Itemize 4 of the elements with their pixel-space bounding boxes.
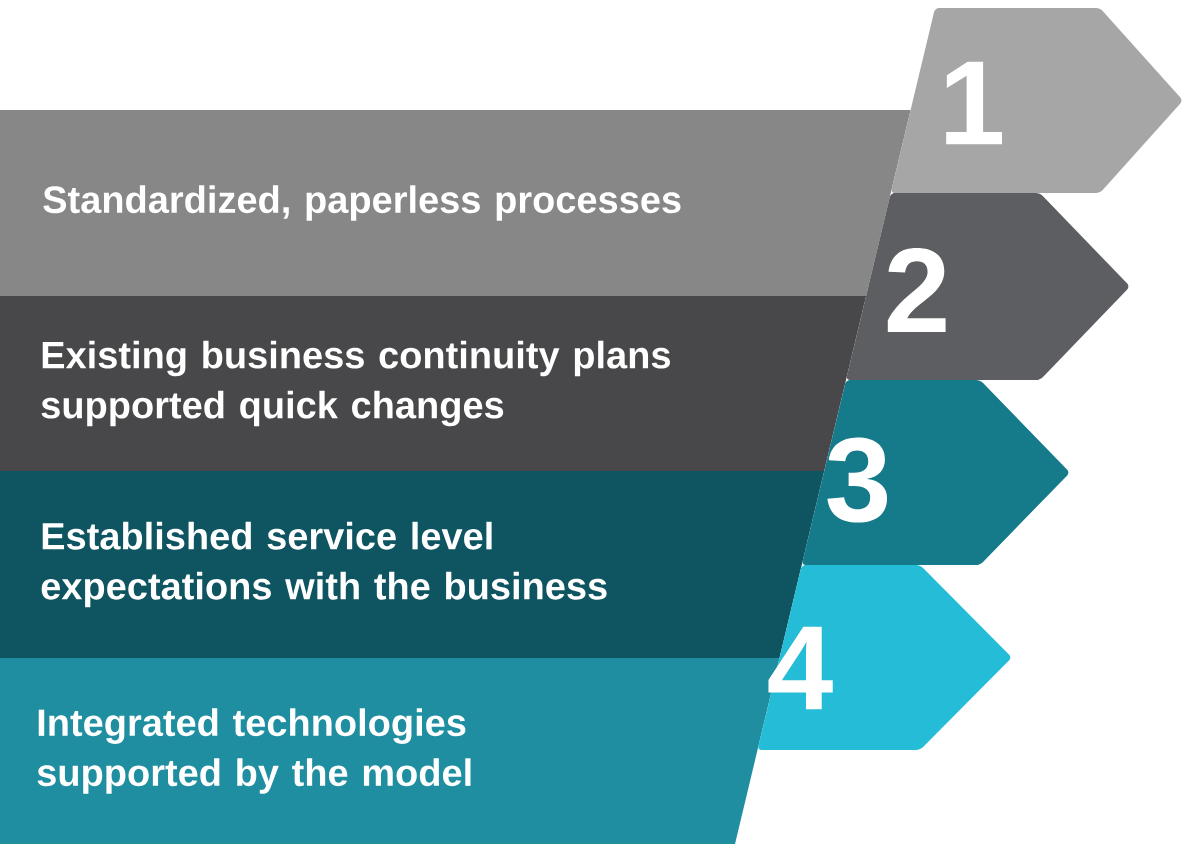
number-tab: 4 [758, 565, 1011, 750]
number-tab: 2 [846, 193, 1129, 380]
number-tab: 1 [891, 8, 1182, 193]
number-tab: 3 [802, 380, 1069, 565]
